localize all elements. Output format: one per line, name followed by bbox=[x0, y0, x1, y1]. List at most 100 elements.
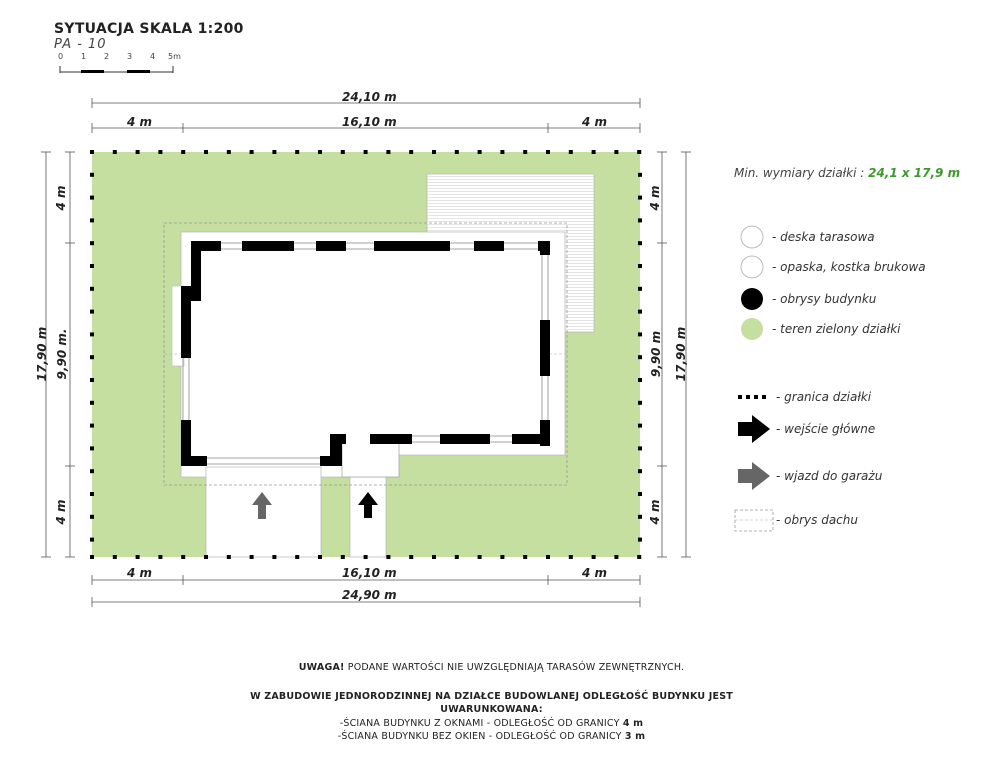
dim-bottom-total: 24,90 m bbox=[342, 588, 397, 602]
min-dims-value: 24,1 x 17,9 m bbox=[868, 166, 961, 180]
boundary-dot bbox=[638, 492, 642, 496]
legend-building-swatch bbox=[741, 288, 763, 310]
note-line-4-text: -ŚCIANA BUDYNKU Z OKNAMI - ODLEGŁOŚĆ OD … bbox=[339, 718, 623, 729]
boundary-dot bbox=[614, 555, 619, 559]
building-windows bbox=[182, 242, 549, 465]
boundary-dot bbox=[135, 150, 140, 154]
boundary-dot bbox=[90, 446, 94, 451]
legend-paving-label: - opaska, kostka brukowa bbox=[772, 260, 926, 274]
boundary-dot bbox=[226, 150, 231, 154]
boundary-dot bbox=[614, 150, 619, 154]
boundary-dot bbox=[90, 423, 94, 428]
boundary-dot bbox=[638, 218, 642, 223]
legend-boundary-label: - granica działki bbox=[776, 390, 872, 404]
boundary-dot bbox=[90, 537, 94, 542]
boundary-dot bbox=[638, 286, 642, 291]
scale-bar bbox=[59, 66, 174, 73]
boundary-dot bbox=[546, 150, 550, 154]
boundary-dot bbox=[637, 555, 642, 559]
boundary-dot bbox=[90, 400, 94, 405]
boundary-dot bbox=[454, 150, 459, 154]
boundary-dot bbox=[363, 150, 368, 154]
page-title: SYTUACJA SKALA 1:200 bbox=[54, 21, 244, 37]
boundary-dot bbox=[90, 514, 94, 519]
note-line-1-text: PODANE WARTOŚCI NIE UWZGLĘDNIAJĄ TARASÓW… bbox=[344, 662, 685, 673]
note-line-5-value: 3 m bbox=[624, 731, 646, 742]
boundary-dot bbox=[90, 492, 94, 496]
boundary-dot bbox=[90, 241, 94, 246]
boundary-dot bbox=[204, 150, 208, 154]
dim-left-bottom: 4 m bbox=[54, 499, 68, 525]
note-line-5-text: -ŚCIANA BUDYNKU BEZ OKIEN - ODLEGŁOŚĆ OD… bbox=[337, 731, 625, 742]
boundary-dot bbox=[523, 555, 528, 559]
boundary-dot bbox=[638, 309, 642, 314]
boundary-dot bbox=[295, 150, 300, 154]
garage-entry-arrow bbox=[252, 492, 272, 519]
boundary-dot bbox=[386, 555, 391, 559]
legend-entrance-arrow bbox=[738, 415, 770, 443]
dim-top-total: 24,10 m bbox=[342, 90, 397, 104]
entrance-path bbox=[349, 476, 387, 558]
boundary-dot bbox=[90, 355, 94, 360]
min-dims-label: Min. wymiary działki : bbox=[734, 166, 865, 180]
boundary-dot bbox=[638, 469, 642, 474]
legend-garage-label: - wjazd do garażu bbox=[776, 469, 883, 483]
entrance-landing bbox=[341, 441, 400, 478]
scale-label-2: 2 bbox=[104, 52, 110, 61]
note-warning: UWAGA! bbox=[298, 662, 345, 673]
boundary-dot bbox=[112, 150, 117, 154]
boundary-dot bbox=[591, 150, 596, 154]
boundary-dot bbox=[90, 555, 94, 559]
boundary-dot bbox=[638, 355, 642, 360]
dim-bottom-left: 4 m bbox=[127, 566, 153, 580]
scale-label-0: 0 bbox=[58, 52, 64, 61]
boundary-dot bbox=[591, 555, 596, 559]
boundary-dot bbox=[90, 172, 94, 177]
min-plot-dimensions: Min. wymiary działki : 24,1 x 17,9 m bbox=[734, 166, 960, 180]
boundary-dot bbox=[500, 555, 505, 559]
boundary-dot bbox=[638, 514, 642, 519]
legend-green-swatch bbox=[741, 318, 763, 340]
dimension-lines bbox=[41, 98, 691, 607]
note-line-5: -ŚCIANA BUDYNKU BEZ OKIEN - ODLEGŁOŚĆ OD… bbox=[0, 731, 983, 742]
boundary-dot bbox=[90, 469, 94, 474]
boundary-dot bbox=[477, 150, 482, 154]
boundary-dot bbox=[523, 150, 528, 154]
legend-garage-arrow bbox=[738, 462, 770, 490]
boundary-dot bbox=[363, 555, 368, 559]
legend-green-label: - teren zielony działki bbox=[772, 322, 901, 336]
boundary-dot bbox=[568, 555, 573, 559]
boundary-dot bbox=[409, 150, 414, 154]
boundary-dot bbox=[638, 332, 642, 337]
scale-label-4: 4 bbox=[150, 52, 156, 61]
legend-symbols bbox=[734, 225, 774, 532]
boundary-dot bbox=[90, 150, 94, 154]
building-interior bbox=[193, 245, 548, 466]
boundary-dot bbox=[546, 555, 550, 559]
note-line-4: -ŚCIANA BUDYNKU Z OKNAMI - ODLEGŁOŚĆ OD … bbox=[0, 718, 983, 729]
dim-left-mid: 9,90 m. bbox=[55, 328, 69, 380]
boundary-dot bbox=[249, 555, 254, 559]
boundary-dot bbox=[638, 264, 642, 268]
plot-boundary bbox=[90, 150, 642, 559]
scale-label-5: 5m bbox=[168, 52, 181, 61]
note-line-1: UWAGA! PODANE WARTOŚCI NIE UWZGLĘDNIAJĄ … bbox=[0, 662, 983, 673]
boundary-dot bbox=[637, 150, 642, 154]
legend-roof-label: - obrys dachu bbox=[776, 513, 858, 527]
dim-top-left: 4 m bbox=[127, 115, 153, 129]
boundary-dot bbox=[272, 150, 277, 154]
dim-left-total: 17,90 m bbox=[35, 326, 49, 382]
dim-bottom-mid: 16,10 m bbox=[342, 566, 397, 580]
boundary-dot bbox=[295, 555, 300, 559]
boundary-dot bbox=[90, 309, 94, 314]
boundary-dot bbox=[135, 555, 140, 559]
scale-label-3: 3 bbox=[127, 52, 133, 61]
boundary-dot bbox=[386, 150, 391, 154]
boundary-dot bbox=[112, 555, 117, 559]
boundary-dot bbox=[90, 286, 94, 291]
boundary-dot bbox=[90, 378, 94, 382]
boundary-dot bbox=[318, 555, 322, 559]
legend-paving-swatch bbox=[740, 255, 764, 279]
dim-right-total: 17,90 m bbox=[674, 326, 688, 382]
